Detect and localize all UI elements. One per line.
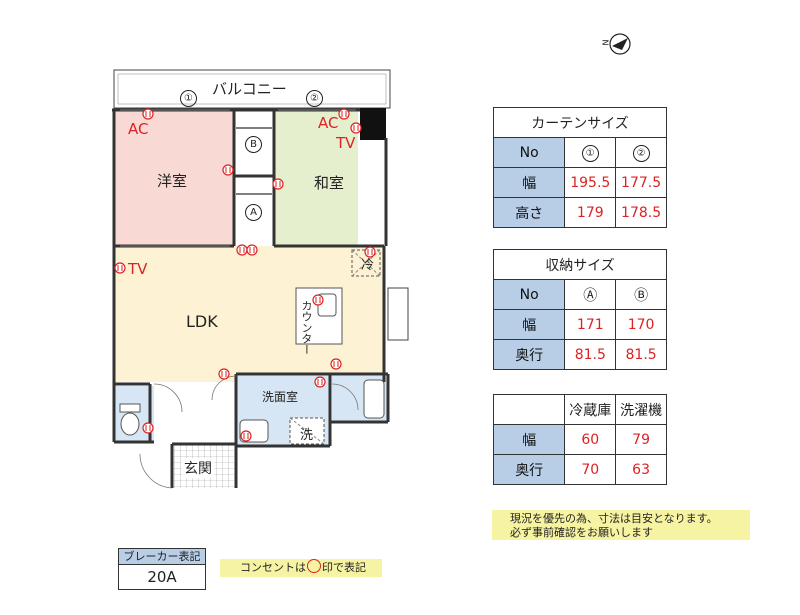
- appliance-header-fridge: 冷蔵庫: [564, 394, 617, 425]
- tv-label-ldk: TV: [128, 260, 148, 278]
- fridge-mark: 冷: [361, 258, 375, 273]
- fridge-space: [351, 249, 381, 277]
- curtain-cell: 179: [564, 197, 617, 228]
- storage-row-label: 幅: [492, 309, 566, 340]
- storage-header-no: No: [492, 279, 566, 310]
- curtain-table-title: カーテンサイズ: [493, 107, 667, 138]
- appliance-row-label: 奥行: [492, 454, 566, 485]
- japanese-room-label: 和室: [314, 174, 345, 192]
- appliance-cell: 79: [615, 424, 667, 455]
- washer-mark: 洗: [300, 428, 314, 443]
- balcony-label: バルコニー: [212, 80, 287, 98]
- disclaimer-note: 現況を優先の為、寸法は目安となります。 必ず事前確認をお願いします: [492, 510, 750, 540]
- window-2-label: ②: [306, 90, 323, 107]
- washroom-label: 洗面室: [262, 390, 299, 404]
- storage-cell: 81.5: [564, 339, 617, 370]
- curtain-cell: 177.5: [615, 167, 667, 198]
- curtain-cell: 178.5: [615, 197, 667, 228]
- japanese-room: [274, 110, 358, 246]
- appliance-size-table: 冷蔵庫 洗濯機 幅 60 79 奥行 70 63: [492, 394, 667, 485]
- outlet-legend: コンセントは 印で表記: [220, 559, 382, 577]
- appliance-header-corner: [492, 394, 566, 425]
- storage-table-title: 収納サイズ: [493, 249, 667, 280]
- appliance-header-washer: 洗濯機: [615, 394, 667, 425]
- curtain-cell: 195.5: [564, 167, 617, 198]
- appliance-cell: 70: [564, 454, 617, 485]
- note-line-1: 現況を優先の為、寸法は目安となります。: [510, 512, 718, 525]
- curtain-header-2: ②: [632, 144, 650, 162]
- window-1-label: ①: [180, 90, 197, 107]
- curtain-row-label: 幅: [492, 167, 566, 198]
- storage-size-table: 収納サイズ No Ⓐ Ⓑ 幅 171 170 奥行 81.5 81.5: [492, 249, 667, 370]
- ac-label-western: AC: [128, 120, 149, 138]
- breaker-title: ブレーカー表記: [118, 548, 206, 565]
- curtain-header-1: ①: [581, 144, 599, 162]
- outlet-legend-prefix: コンセントは: [240, 561, 306, 574]
- storage-header-a: Ⓐ: [583, 287, 598, 304]
- appliance-row-label: 幅: [492, 424, 566, 455]
- outlet-icon: [307, 559, 321, 573]
- outlet-legend-suffix: 印で表記: [322, 561, 366, 574]
- counter-label: カウンター: [300, 300, 313, 355]
- ldk-area: [114, 246, 384, 382]
- compass-icon: [609, 33, 631, 55]
- curtain-size-table: カーテンサイズ No ① ② 幅 195.5 177.5 高さ 179 178.…: [492, 107, 667, 228]
- western-room: [114, 110, 234, 246]
- ldk-label: LDK: [186, 312, 218, 331]
- storage-cell: 171: [564, 309, 617, 340]
- breaker-value: 20A: [118, 564, 206, 590]
- curtain-row-label: 高さ: [492, 197, 566, 228]
- storage-header-b: Ⓑ: [634, 287, 649, 304]
- storage-b-label: B: [245, 136, 262, 153]
- curtain-header-no: No: [492, 137, 566, 168]
- balcony-area: [113, 69, 391, 109]
- compass-north-label: N: [601, 39, 611, 46]
- storage-row-label: 奥行: [492, 339, 566, 370]
- appliance-cell: 63: [615, 454, 667, 485]
- western-room-label: 洋室: [157, 172, 188, 190]
- ac-label-japanese: AC: [318, 114, 339, 132]
- storage-a-label: A: [245, 204, 262, 221]
- storage-cell: 170: [615, 309, 667, 340]
- note-line-2: 必ず事前確認をお願いします: [510, 526, 653, 539]
- storage-cell: 81.5: [615, 339, 667, 370]
- appliance-cell: 60: [564, 424, 617, 455]
- tv-label-japanese: TV: [336, 134, 356, 152]
- entrance-label: 玄関: [182, 458, 214, 478]
